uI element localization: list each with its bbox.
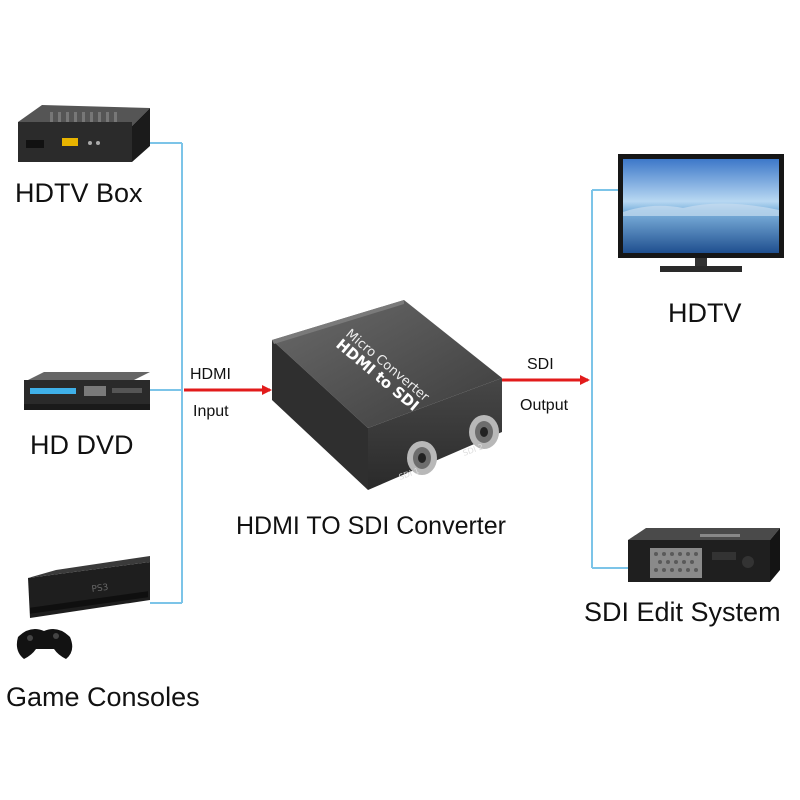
- destination-label-sdi-edit-system: SDI Edit System: [584, 597, 781, 627]
- input-arrow-label-bottom: Input: [193, 403, 229, 420]
- device-caption: HDMI TO SDI Converter: [236, 512, 506, 540]
- bnc-connector-2: [469, 415, 499, 449]
- converter-device: SDI 1 SDI 2 Micro Converter HDMI to SDI: [272, 300, 502, 490]
- source-label-hd-dvd: HD DVD: [30, 430, 134, 460]
- bnc-connector-1: [407, 441, 437, 475]
- game-console-icon: PS3: [16, 556, 150, 659]
- svg-text:PS3: PS3: [91, 583, 109, 595]
- destination-bracket-lines: [591, 189, 632, 569]
- output-arrow-label-bottom: Output: [520, 397, 569, 414]
- tv-icon: [618, 154, 784, 272]
- dvd-player-icon: [24, 372, 150, 410]
- set-top-box-icon: [18, 105, 150, 162]
- output-arrow-label-top: SDI: [527, 356, 554, 373]
- source-bracket-lines: [150, 142, 183, 604]
- source-label-game-consoles: Game Consoles: [6, 682, 200, 712]
- input-arrow-label-top: HDMI: [190, 366, 231, 383]
- source-label-hdtv-box: HDTV Box: [15, 178, 143, 208]
- destination-label-hdtv: HDTV: [668, 298, 742, 328]
- rack-unit-icon: [628, 528, 780, 582]
